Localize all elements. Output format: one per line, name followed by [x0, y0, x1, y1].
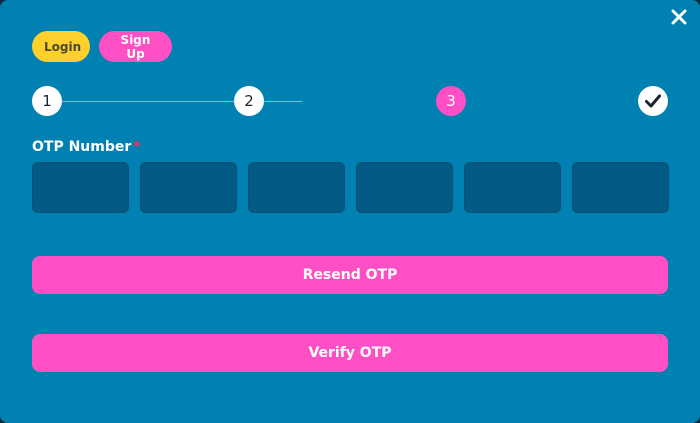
verify-otp-button[interactable]: Verify OTP — [32, 334, 668, 372]
check-icon — [645, 94, 661, 108]
otp-digit-2[interactable] — [140, 162, 237, 213]
step-3-label: 3 — [446, 92, 456, 110]
tab-login[interactable]: Login — [32, 31, 90, 62]
step-connector — [264, 101, 302, 102]
progress-stepper: 1 2 3 — [32, 86, 668, 117]
otp-digit-5[interactable] — [464, 162, 561, 213]
tab-signup[interactable]: Sign Up — [99, 31, 172, 62]
auth-tabs: Login Sign Up — [32, 31, 172, 62]
step-connector — [62, 101, 234, 102]
otp-label-text: OTP Number — [32, 139, 132, 155]
step-3: 3 — [436, 86, 466, 116]
close-button[interactable] — [668, 6, 690, 28]
otp-digit-1[interactable] — [32, 162, 129, 213]
step-1: 1 — [32, 86, 62, 116]
step-1-label: 1 — [42, 92, 52, 110]
required-marker: * — [133, 139, 141, 155]
otp-digit-6[interactable] — [572, 162, 669, 213]
resend-otp-button[interactable]: Resend OTP — [32, 256, 668, 294]
step-4 — [638, 86, 668, 116]
step-2: 2 — [234, 86, 264, 116]
otp-digit-4[interactable] — [356, 162, 453, 213]
otp-field-label: OTP Number* — [32, 139, 141, 155]
close-icon — [671, 9, 687, 25]
otp-input-group — [32, 162, 669, 213]
step-2-label: 2 — [244, 92, 254, 110]
otp-digit-3[interactable] — [248, 162, 345, 213]
